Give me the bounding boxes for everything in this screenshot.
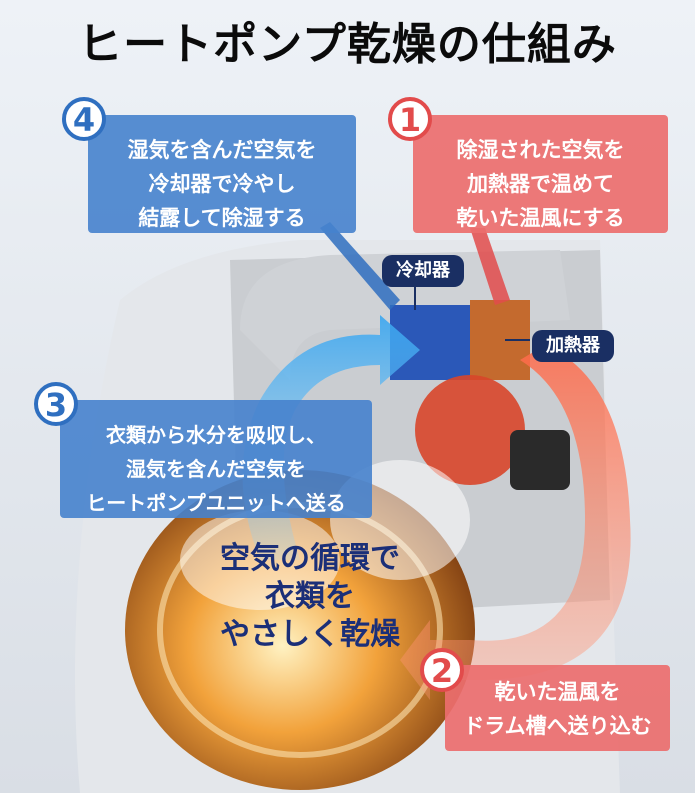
step-4-line-3: 結露して除湿する	[138, 206, 306, 230]
step-1-line-2: 加熱器で温めて	[467, 172, 614, 196]
fan	[415, 375, 525, 485]
step-2-number: 2	[420, 648, 464, 692]
step-2-line-1: 乾いた温風を	[494, 680, 621, 704]
center-line-1: 空気の循環で	[220, 541, 400, 576]
step-4-line-2: 冷却器で冷やし	[148, 172, 296, 196]
center-line-3: やさしく乾燥	[220, 617, 400, 652]
step-2-line-2: ドラム槽へ送り込む	[463, 714, 652, 738]
page-title: ヒートポンプ乾燥の仕組み	[78, 19, 617, 70]
step-1-line-1: 除湿された空気を	[456, 138, 625, 162]
step-1-line-3: 乾いた温風にする	[456, 206, 625, 230]
center-line-2: 衣類を	[265, 579, 355, 614]
hot-air-arrow	[400, 345, 631, 700]
step-3-box: 衣類から水分を吸収し、 湿気を含んだ空気を ヒートポンプユニットへ送る	[60, 400, 372, 518]
step-3-line-3: ヒートポンプユニットへ送る	[86, 491, 346, 515]
cooler-label: 冷却器	[382, 255, 464, 287]
step-1-number: 1	[388, 97, 432, 141]
pointer-4	[320, 222, 400, 310]
heater-label: 加熱器	[532, 330, 614, 362]
step-4-number: 4	[62, 97, 106, 141]
pointer-1	[470, 228, 510, 305]
moist-air-arrow	[242, 315, 420, 560]
fan-motor	[510, 430, 570, 490]
step-2-box: 乾いた温風を ドラム槽へ送り込む	[445, 665, 670, 751]
center-caption: 空気の循環で 衣類を やさしく乾燥	[180, 540, 440, 654]
step-3-line-2: 湿気を含んだ空気を	[126, 457, 306, 481]
step-4-box: 湿気を含んだ空気を 冷却器で冷やし 結露して除湿する	[88, 115, 356, 233]
step-4-line-1: 湿気を含んだ空気を	[127, 138, 317, 162]
step-3-line-1: 衣類から水分を吸収し、	[106, 423, 326, 447]
step-3-number: 3	[34, 382, 78, 426]
step-1-box: 除湿された空気を 加熱器で温めて 乾いた温風にする	[413, 115, 668, 233]
